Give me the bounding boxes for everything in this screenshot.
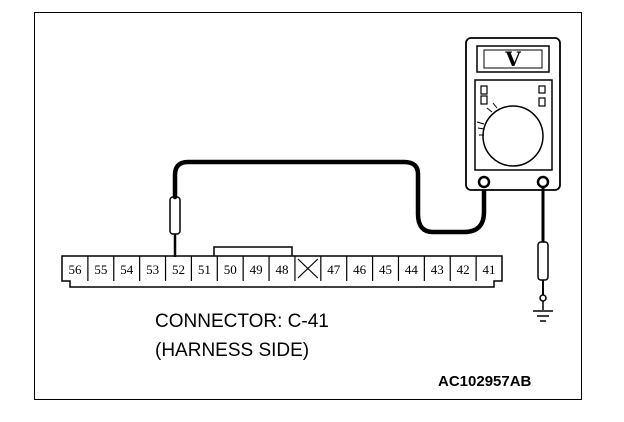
pin-49: 49 [250,262,263,277]
probe-left [169,196,181,257]
pin-55: 55 [94,262,107,277]
pin-51: 51 [198,262,211,277]
pin-56: 56 [68,262,82,277]
rotary-dial [482,105,544,167]
pin-43: 43 [431,262,444,277]
harness-side-caption: (HARNESS SIDE) [155,340,310,361]
connector-c41: 56 55 54 53 52 51 50 49 48 47 46 45 44 43 42 41 [61,246,503,288]
voltmeter-display: V [504,47,521,71]
ground-icon [533,310,553,322]
empty-pin-mark [297,258,319,279]
connector-caption: CONNECTOR: C-41 [155,311,329,332]
pin-48: 48 [276,262,289,277]
voltmeter: V [465,37,561,191]
terminal-com [477,175,491,189]
pin-50: 50 [224,262,237,277]
test-lead-wire [172,159,487,235]
pin-47: 47 [327,262,341,277]
pin-45: 45 [379,262,392,277]
diagram-frame [34,12,582,400]
ground-lead [537,187,549,310]
pin-42: 42 [457,262,470,277]
pin-44: 44 [405,262,419,277]
pin-52: 52 [172,262,185,277]
figure-id: AC102957AB [438,373,532,390]
pin-46: 46 [353,262,367,277]
terminal-v [536,175,550,189]
pin-41: 41 [483,262,496,277]
pin-54: 54 [120,262,134,277]
pin-53: 53 [146,262,159,277]
